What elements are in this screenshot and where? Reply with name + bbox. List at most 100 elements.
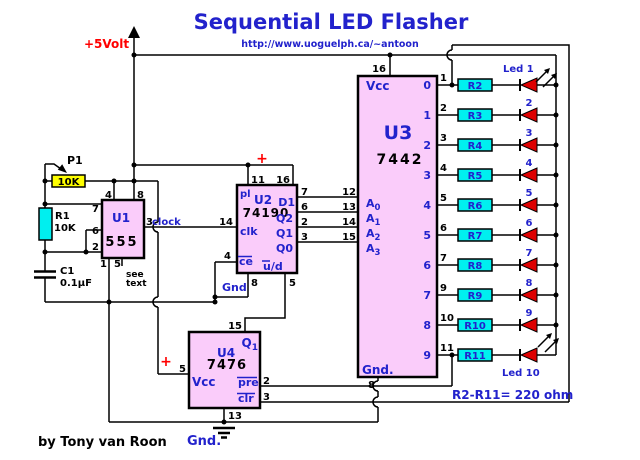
led-row: R10 9	[437, 308, 556, 333]
p1-wiper-arrow-icon	[57, 164, 67, 173]
c1-ref-label: C1	[60, 266, 74, 277]
led-row: R2 Led 1	[437, 64, 557, 93]
u3-input-pin-label: 13	[342, 202, 356, 213]
source-url: http://www.uoguelph.ca/~antoon	[241, 39, 419, 50]
u3-output-digit: 3	[423, 169, 431, 182]
potentiometer-p1: P1 10K	[51, 154, 86, 188]
u3-output-pin: 7	[440, 253, 447, 264]
ic-u2-74190: pl U2 D1 74190 Q2 clk Q1 Q0 ce u/d 11 16…	[219, 151, 308, 294]
r1-body	[38, 207, 53, 241]
u2-pin4-label: 4	[224, 251, 231, 262]
u2-pin7-label: 7	[301, 187, 308, 198]
led-row: R5 4	[437, 158, 556, 183]
u3-output-pin: 9	[440, 283, 447, 294]
led-light-rays-icon	[535, 68, 557, 88]
resistor-box	[457, 258, 493, 272]
led-label: Led 10	[502, 368, 540, 379]
u3-output-pin: 3	[440, 133, 447, 144]
resistor-label: R6	[468, 201, 483, 212]
u1-pin5-label: 5	[114, 259, 121, 270]
u2-q0-label: Q0	[276, 242, 293, 255]
u3-input-name-label: A1	[366, 212, 381, 228]
u2-part-label: 74190	[243, 206, 290, 220]
resistor-box	[457, 78, 493, 92]
u3-outputs: 0 1 1 2 2 3 3 4 4 5 5 6 6 7 7 9 8 10 9 1…	[423, 73, 454, 362]
resistor-label: R4	[468, 141, 483, 152]
r1-ref-label: R1	[55, 211, 70, 222]
u4-pin5-label: 5	[179, 364, 186, 375]
c1-plates-icon	[34, 270, 56, 279]
power-rail-label: +5Volt	[84, 37, 129, 51]
u1-pin2-label: 2	[92, 242, 99, 253]
u3-input-pin-label: 14	[342, 217, 356, 228]
u3-input-name-label: A2	[366, 227, 381, 243]
u3-output-pin: 4	[440, 163, 447, 174]
see-text-note-line2: text	[126, 279, 147, 289]
u3-input-name-label: A3	[366, 242, 381, 258]
resistor-label: R3	[468, 111, 483, 122]
resistor-box	[457, 198, 493, 212]
resistor-box	[457, 318, 493, 332]
wire-hop-arcs	[152, 49, 453, 408]
u2-pin14-label: 14	[219, 217, 233, 228]
ground-net-wire	[45, 261, 379, 423]
c1-value-label: 0.1µF	[60, 278, 92, 289]
resistor-box	[457, 348, 493, 362]
u3-input-a0: 12 A0	[342, 187, 380, 213]
resistor-label: R5	[468, 171, 483, 182]
ic-u3-7442: Vcc 16 U3 7442 Gnd. 8 12 A0 13 A1 14 A2 …	[342, 64, 454, 391]
led-row: R6 5	[437, 188, 556, 213]
see-text-note-line1: see	[126, 270, 144, 280]
led-triangle-icon	[519, 77, 538, 93]
led-row: R7 6	[437, 218, 556, 243]
u3-output-digit: 4	[423, 199, 431, 212]
u3-output-digit: 2	[423, 139, 431, 152]
u4-part-label: 7476	[207, 358, 247, 373]
r1-value-label: 10K	[54, 223, 77, 234]
ground-label: Gnd.	[187, 434, 221, 449]
resistor-label: R9	[468, 291, 483, 302]
u2-q2-label: Q2	[276, 212, 293, 225]
clock-net-label: clock	[152, 217, 181, 228]
u3-input-pin-label: 12	[342, 187, 356, 198]
clear-net-wire	[260, 44, 570, 403]
u2-d1-label: D1	[278, 196, 295, 209]
led-triangle-icon	[519, 317, 538, 333]
led-label: 8	[526, 278, 533, 289]
led-row: R4 3	[437, 128, 556, 153]
led-row: R3 2	[437, 98, 556, 123]
u3-output-pin: 11	[440, 343, 454, 354]
led-label: 6	[526, 218, 533, 229]
u4-pin15-label: 15	[228, 321, 242, 332]
u2-ref-label: U2	[254, 193, 272, 207]
resistor-note: R2-R11= 220 ohm	[452, 388, 573, 402]
u4-clr-label: clr	[238, 392, 254, 405]
u2-pin16-label: 16	[276, 175, 290, 186]
u3-ref-label: U3	[384, 122, 413, 144]
p1-value-label: 10K	[58, 177, 81, 188]
u3-input-name-label: A0	[366, 197, 381, 213]
u4-pin2-label: 2	[263, 376, 270, 387]
led-label: 9	[526, 308, 533, 319]
u4-ref-label: U4	[217, 346, 235, 360]
u1-body	[100, 198, 146, 260]
resistor-label: R10	[464, 321, 486, 332]
u1-pin1-label: 1	[100, 259, 107, 270]
led-triangle-icon	[519, 287, 538, 303]
u4-pre-label: pre	[238, 376, 259, 389]
u3-part-label: 7442	[377, 152, 424, 168]
led-row: R9 8	[437, 278, 556, 303]
u3-pin16-label: 16	[372, 64, 386, 75]
u2-pin11-label: 11	[251, 175, 265, 186]
led-triangle-icon	[519, 227, 538, 243]
updown-net-wire	[244, 273, 286, 332]
led-triangle-icon	[519, 257, 538, 273]
u4-body	[187, 330, 262, 410]
u1-pin6-label: 6	[92, 226, 99, 237]
u2-vcc-plus-label: +	[256, 151, 268, 167]
u3-output-pin: 2	[440, 103, 447, 114]
bcd-bus-wires	[297, 196, 358, 243]
u3-input-a1: 13 A1	[342, 202, 380, 228]
u3-output-digit: 0	[423, 79, 431, 92]
